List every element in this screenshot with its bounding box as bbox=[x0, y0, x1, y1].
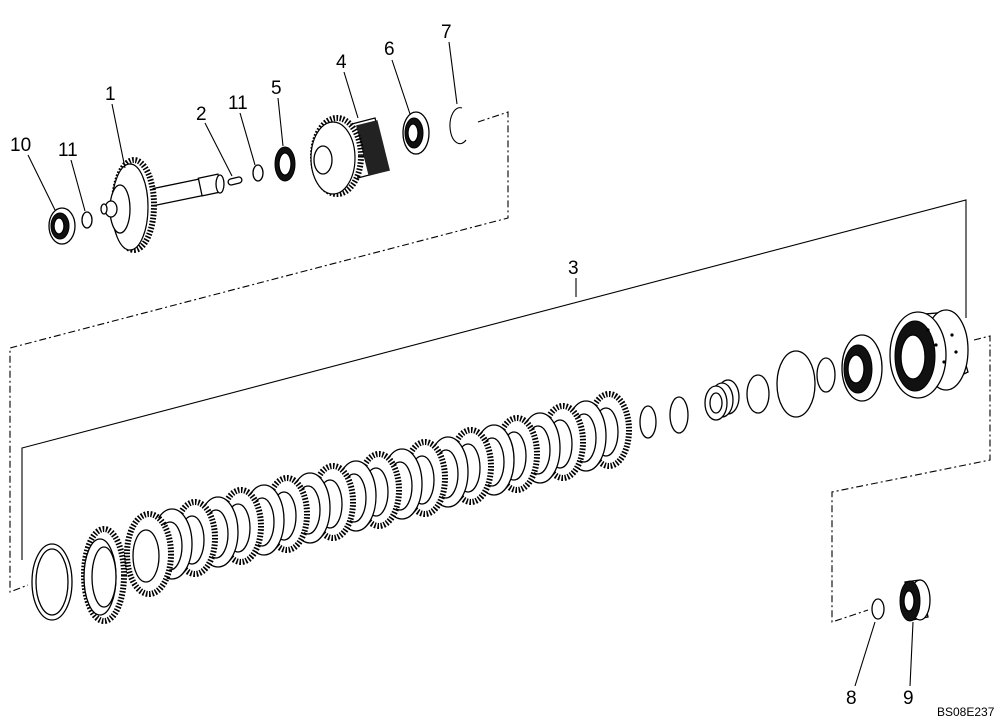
gear-4 bbox=[310, 115, 390, 197]
ring-5 bbox=[274, 146, 296, 182]
bearing-6 bbox=[402, 111, 430, 155]
callout-7: 7 bbox=[441, 22, 452, 43]
callout-2: 2 bbox=[196, 104, 207, 125]
pressure-plate bbox=[81, 526, 127, 624]
clutch-bearing bbox=[841, 334, 883, 402]
clutch-snap-ring bbox=[816, 357, 836, 393]
seal-ring-front bbox=[31, 543, 73, 621]
clutch-ring-a bbox=[669, 396, 689, 434]
bearing-10 bbox=[48, 207, 76, 245]
gear-shaft-1 bbox=[100, 157, 225, 253]
clutch-pack-3 bbox=[31, 309, 969, 624]
callout-1: 1 bbox=[105, 84, 116, 105]
callout-11-right: 11 bbox=[228, 93, 248, 114]
leader-lines bbox=[27, 41, 914, 687]
callout-8: 8 bbox=[846, 688, 857, 709]
pin-2 bbox=[227, 176, 243, 186]
callout-9: 9 bbox=[903, 688, 914, 709]
snap-ring-7 bbox=[449, 107, 467, 145]
clutch-drum bbox=[889, 309, 969, 399]
callout-5: 5 bbox=[271, 78, 282, 99]
clutch-discs bbox=[124, 391, 632, 597]
callout-10: 10 bbox=[10, 135, 31, 156]
assembly-dash-lines bbox=[9, 111, 991, 623]
bearing-9 bbox=[899, 579, 931, 622]
clutch-ring-b bbox=[639, 405, 657, 439]
clutch-piston-seal bbox=[776, 350, 816, 418]
callout-labels: 1 2 3 4 5 6 7 8 9 10 11 11 bbox=[10, 22, 914, 709]
clutch-washer bbox=[746, 374, 770, 414]
clutch-spring bbox=[704, 379, 740, 421]
callout-6: 6 bbox=[384, 39, 395, 60]
bracket-item-3 bbox=[21, 199, 967, 560]
callout-3: 3 bbox=[568, 258, 579, 279]
reference-code: BS08E237 bbox=[937, 705, 995, 719]
callout-4: 4 bbox=[336, 52, 347, 73]
snap-ring-11-right bbox=[252, 164, 264, 182]
snap-ring-11-left bbox=[81, 211, 93, 229]
snap-ring-8 bbox=[871, 598, 885, 620]
callout-11-left: 11 bbox=[58, 140, 78, 161]
